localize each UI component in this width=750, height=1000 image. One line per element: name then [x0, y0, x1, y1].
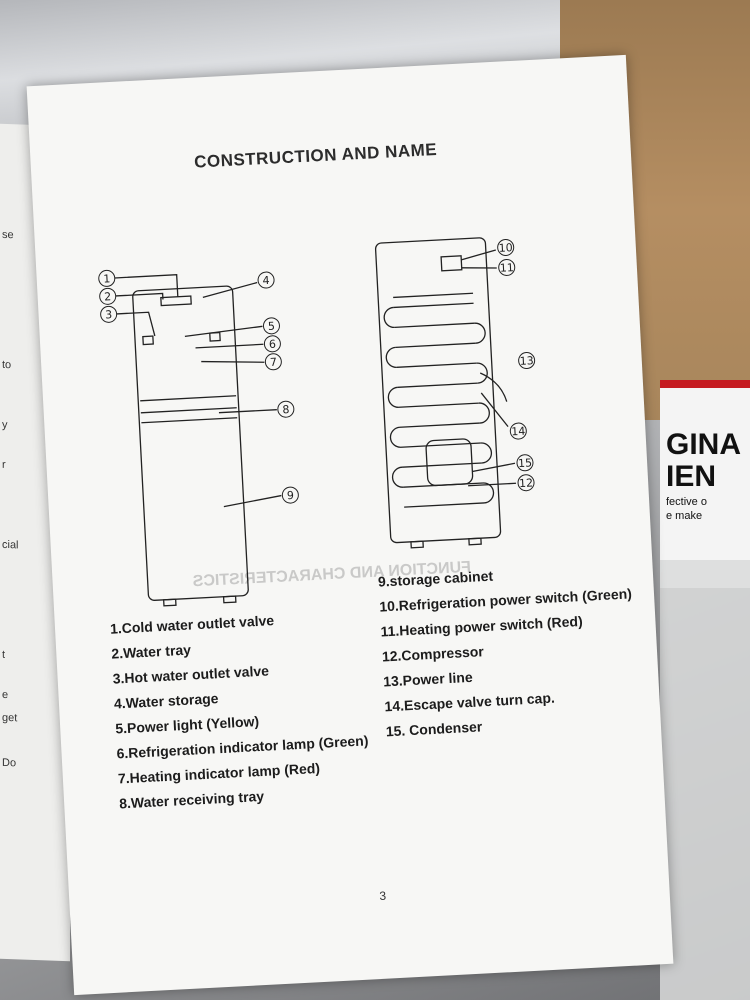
left-page-fragment: get — [2, 711, 18, 725]
sticker-line: GINA — [666, 428, 741, 461]
left-page-fragment: e — [2, 688, 9, 702]
rear-view-diagram: 10 11 13 14 15 12 — [355, 218, 582, 559]
product-sticker: GINA IEN fective o e make — [660, 380, 750, 588]
page-title: CONSTRUCTION AND NAME — [193, 139, 438, 172]
parts-list-left: 1.Cold water outlet valve 2.Water tray 3… — [110, 606, 410, 821]
background-paper-strip — [660, 560, 750, 1000]
left-page-fragment: to — [2, 358, 12, 372]
callout-label: 13 — [519, 354, 534, 368]
callout-label: 11 — [499, 261, 514, 275]
callout-label: 6 — [269, 338, 277, 351]
left-page-fragment: t — [2, 648, 6, 661]
page-number: 3 — [379, 888, 387, 903]
part-item: 15. Condenser — [385, 718, 483, 740]
left-page-fragment: r — [2, 458, 6, 471]
sticker-line: fective o — [666, 496, 707, 508]
left-page-fragment: se — [2, 228, 14, 242]
callout-label: 3 — [105, 308, 113, 321]
manual-page: FUNCTION AND CHARACTERISTICS CONSTRUCTIO… — [26, 54, 674, 996]
left-page-fragment: y — [2, 418, 8, 432]
left-page-fragment: Do — [2, 756, 17, 770]
callout-label: 7 — [270, 356, 278, 369]
left-page-fragment: cial — [2, 538, 19, 552]
part-item: 14.Escape valve turn cap. — [384, 689, 556, 715]
callout-label: 12 — [519, 476, 534, 490]
callout-label: 14 — [511, 425, 526, 439]
sticker-line: IEN — [666, 460, 717, 493]
callout-label: 4 — [262, 274, 270, 287]
sticker-line: e make — [666, 510, 703, 522]
parts-list-right: 9.storage cabinet 10.Refrigeration power… — [378, 560, 647, 748]
callout-label: 8 — [282, 403, 290, 416]
callout-label: 15 — [518, 456, 533, 470]
callout-label: 2 — [104, 290, 112, 303]
callout-label: 1 — [103, 272, 111, 285]
front-view-diagram: 1 2 3 4 5 6 7 8 9 — [90, 231, 339, 613]
callout-label: 5 — [268, 320, 276, 333]
callout-label: 10 — [498, 241, 513, 255]
callout-label: 9 — [287, 489, 295, 502]
